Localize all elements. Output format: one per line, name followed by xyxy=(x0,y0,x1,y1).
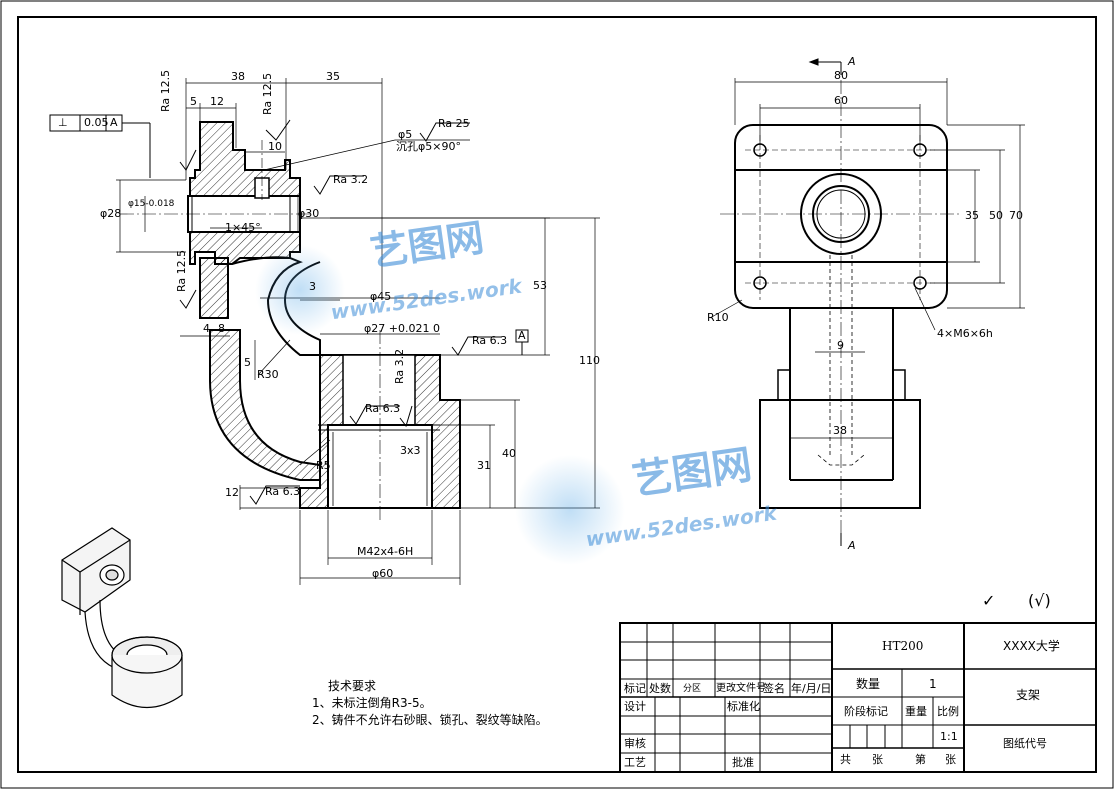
radius-r10: R10 xyxy=(707,311,729,324)
dim-53: 53 xyxy=(533,279,547,292)
chamfer-3x3: 3x3 xyxy=(400,444,421,457)
front-view xyxy=(49,78,600,585)
tolerance-datum: A xyxy=(110,116,118,129)
datum-label: A xyxy=(518,329,526,342)
section-a-bottom: A xyxy=(848,539,856,552)
dim-70: 70 xyxy=(1009,209,1023,222)
dim-phi5: φ5 xyxy=(398,128,413,141)
tb-drawing-code: 图纸代号 xyxy=(1003,737,1047,750)
tb-rev-date: 年/月/日 xyxy=(791,682,832,695)
tb-sheet-unit: 张 xyxy=(945,753,956,766)
dim-110: 110 xyxy=(579,354,600,367)
section-a-top: A xyxy=(848,55,856,68)
roughness-ra63-b: Ra 6.3 xyxy=(365,402,401,415)
dim-10: 10 xyxy=(268,140,282,153)
tb-approve: 批准 xyxy=(732,756,754,769)
tb-sheets-unit: 张 xyxy=(872,753,883,766)
tb-rev-zone: 分区 xyxy=(683,684,702,694)
radius-r30: R30 xyxy=(257,368,279,381)
tb-rev-count: 处数 xyxy=(649,682,671,695)
roughness-ra25: Ra 25 xyxy=(438,117,470,130)
dim-50: 50 xyxy=(989,209,1003,222)
dim-35-side: 35 xyxy=(965,209,979,222)
tb-review: 审核 xyxy=(624,737,646,750)
dim-80: 80 xyxy=(834,69,848,82)
roughness-ra63-a: Ra 6.3 xyxy=(472,334,508,347)
tb-rev-doc: 更改文件号 xyxy=(716,683,766,694)
dim-31: 31 xyxy=(477,459,491,472)
notes-item-2: 2、铸件不允许右砂眼、锁孔、裂纹等缺陷。 xyxy=(312,713,548,727)
roughness-general-icon: ✓ xyxy=(982,591,996,610)
tb-stage-label: 阶段标记 xyxy=(844,705,888,718)
roughness-ra125-c: Ra 12.5 xyxy=(175,249,188,292)
tb-scale: 1:1 xyxy=(940,730,958,743)
side-view xyxy=(709,58,1025,546)
notes-title: 技术要求 xyxy=(328,679,377,693)
thread-label: M42x4-6H xyxy=(357,545,414,558)
perpendicularity-icon: ⊥ xyxy=(58,116,68,129)
dim-12: 12 xyxy=(210,95,224,108)
dim-5: 5 xyxy=(190,95,197,108)
tb-scale-label: 比例 xyxy=(937,705,959,718)
dim-9: 9 xyxy=(837,339,844,352)
dim-phi27: φ27 +0.021 0 xyxy=(364,322,440,335)
dim-3: 3 xyxy=(309,280,316,293)
roughness-ra125-b: Ra 12.5 xyxy=(261,72,274,115)
tolerance-value: 0.05 xyxy=(84,116,109,129)
tb-quantity-label: 数量 xyxy=(856,677,881,691)
dim-4: 4 xyxy=(203,322,210,335)
dim-38: 38 xyxy=(231,70,245,83)
dim-35: 35 xyxy=(326,70,340,83)
tb-quantity: 1 xyxy=(929,677,937,691)
tb-process: 工艺 xyxy=(624,756,646,769)
dim-8: 8 xyxy=(218,322,225,335)
roughness-general-paren: (√) xyxy=(1028,591,1051,610)
radius-r5: R5 xyxy=(316,459,331,472)
isometric-view xyxy=(61,527,183,708)
tb-rev-sign: 签名 xyxy=(763,682,785,695)
notes-item-1: 1、未标注倒角R3-5。 xyxy=(312,696,432,710)
dim-5b: 5 xyxy=(244,356,251,369)
roughness-ra32-a: Ra 3.2 xyxy=(333,173,369,186)
inner-border xyxy=(17,16,1097,773)
tb-rev-mark: 标记 xyxy=(624,682,646,695)
tb-standard: 标准化 xyxy=(727,700,760,713)
holes-note: 4×M6×6h xyxy=(937,327,993,340)
dim-phi60: φ60 xyxy=(372,567,394,580)
tb-university: XXXX大学 xyxy=(1003,639,1060,653)
chamfer-note: 1×45° xyxy=(225,221,261,234)
tb-sheet-no: 第 xyxy=(915,753,926,766)
dim-phi45: φ45 xyxy=(370,290,392,303)
tb-part-name: 支架 xyxy=(1016,688,1041,702)
tb-sheets-total: 共 xyxy=(840,753,851,766)
dim-38-side: 38 xyxy=(833,424,847,437)
tb-weight-label: 重量 xyxy=(905,705,927,718)
dim-40: 40 xyxy=(502,447,516,460)
tb-design: 设计 xyxy=(624,700,646,713)
dim-12b: 12 xyxy=(225,486,239,499)
dim-60: 60 xyxy=(834,94,848,107)
tb-material: HT200 xyxy=(882,639,924,653)
dim-phi15: φ15-0.018 xyxy=(128,199,175,209)
dim-phi28: φ28 xyxy=(100,207,122,220)
watermark-1 xyxy=(255,245,345,335)
title-block xyxy=(619,622,1097,773)
countersink-note: 沉孔φ5×90° xyxy=(396,140,461,153)
roughness-ra125-a: Ra 12.5 xyxy=(159,69,172,112)
watermark-2 xyxy=(515,455,625,565)
roughness-ra63-c: Ra 6.3 xyxy=(265,485,301,498)
roughness-ra32-b: Ra 3.2 xyxy=(393,348,406,384)
dim-phi30: φ30 xyxy=(298,207,320,220)
